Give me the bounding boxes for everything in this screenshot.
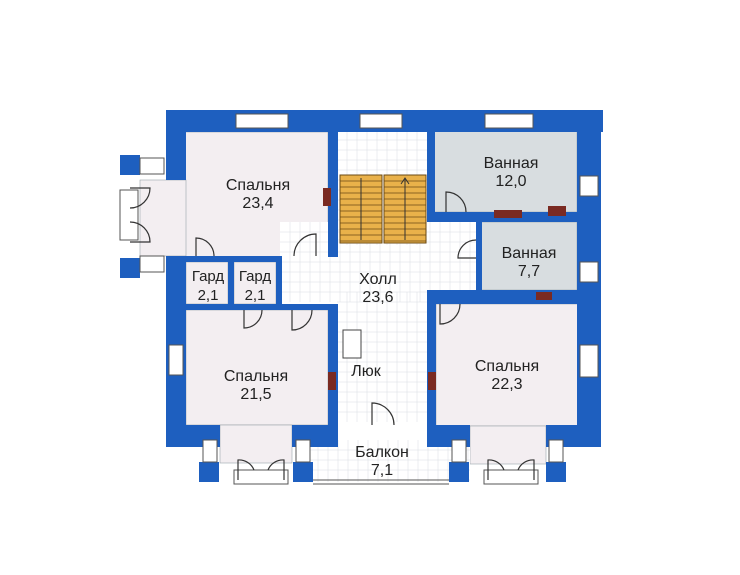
door-swing: [457, 239, 477, 259]
window: [295, 439, 311, 463]
wall: [328, 132, 338, 257]
wall: [449, 462, 469, 482]
closet-1-name: Гард: [192, 268, 225, 285]
window: [202, 439, 218, 463]
bath-ne-floor: [431, 129, 578, 213]
bedroom-se-name: Спальня: [475, 358, 539, 375]
bedroom-nw-name: Спальня: [226, 177, 290, 194]
heater: [428, 372, 436, 390]
bath-ne-name: Ванная: [484, 155, 539, 172]
door-swing: [439, 303, 461, 325]
door-swing: [267, 459, 285, 480]
door-swing: [293, 233, 317, 257]
bath-e-name: Ванная: [502, 245, 557, 262]
wall: [228, 262, 234, 304]
bath-e-floor: [479, 221, 578, 291]
wall: [293, 462, 313, 482]
door-swing: [195, 237, 215, 257]
window: [579, 344, 599, 378]
bath-e-area: 7,7: [518, 263, 540, 280]
bedroom-sw-area: 21,5: [240, 386, 271, 403]
bedroom-se-bay-floor: [469, 425, 547, 465]
heater: [494, 210, 522, 218]
wall: [328, 305, 338, 427]
wall: [166, 110, 186, 180]
heater: [536, 292, 552, 300]
wall: [199, 462, 219, 482]
closet-1-area: 2,1: [198, 287, 219, 304]
window: [139, 157, 165, 175]
door-swing: [517, 459, 535, 480]
room-labels: Спальня 23,4 Ванная 12,0 Ванная 7,7 Холл…: [192, 155, 557, 479]
heaters: [323, 188, 566, 390]
hatch-label: Люк: [351, 363, 382, 380]
closet-2-floor: [233, 261, 277, 305]
door-swing: [243, 309, 263, 329]
door-swing: [487, 459, 505, 480]
bedroom-se-area: 22,3: [491, 376, 522, 393]
bedroom-sw-bay-floor: [219, 424, 293, 464]
wall: [120, 155, 140, 175]
staircase: [339, 174, 427, 244]
balcony-railing: [313, 479, 449, 485]
window: [483, 469, 539, 485]
bedroom-nw-bay-floor: [139, 179, 187, 257]
wall: [276, 256, 282, 310]
wall: [186, 256, 282, 262]
hall-area: 23,6: [362, 289, 393, 306]
bedroom-nw-area: 23,4: [242, 195, 273, 212]
door-swing: [237, 459, 255, 480]
window: [235, 113, 289, 129]
wall: [427, 292, 436, 427]
bedroom-sw-name: Спальня: [224, 368, 288, 385]
window: [233, 469, 289, 485]
wall: [427, 132, 435, 212]
closet-2-area: 2,1: [245, 287, 266, 304]
wall: [120, 258, 140, 278]
window: [548, 439, 564, 463]
window: [119, 189, 139, 241]
heater: [548, 206, 566, 216]
doors: [129, 187, 535, 480]
heater: [328, 372, 336, 390]
door-swing: [445, 191, 467, 213]
window: [579, 261, 599, 283]
window: [139, 255, 165, 273]
window: [451, 439, 467, 463]
windows: [119, 113, 599, 485]
stair-direction-arrow: [360, 177, 410, 240]
wall: [427, 290, 579, 304]
attic-hatch: [342, 329, 362, 359]
wall: [476, 212, 482, 292]
wall: [186, 304, 338, 310]
heater: [323, 188, 331, 206]
door-swing: [371, 402, 395, 426]
window: [168, 344, 184, 376]
window: [579, 175, 599, 197]
hall-name: Холл: [359, 271, 397, 288]
window: [484, 113, 534, 129]
door-swing: [291, 309, 313, 331]
door-swing: [129, 221, 151, 243]
closet-2-name: Гард: [239, 268, 272, 285]
bath-ne-area: 12,0: [495, 173, 526, 190]
balcony-name: Балкон: [355, 444, 409, 461]
wall: [546, 462, 566, 482]
door-swing: [129, 187, 151, 209]
window: [359, 113, 403, 129]
balcony-area: 7,1: [371, 462, 393, 479]
